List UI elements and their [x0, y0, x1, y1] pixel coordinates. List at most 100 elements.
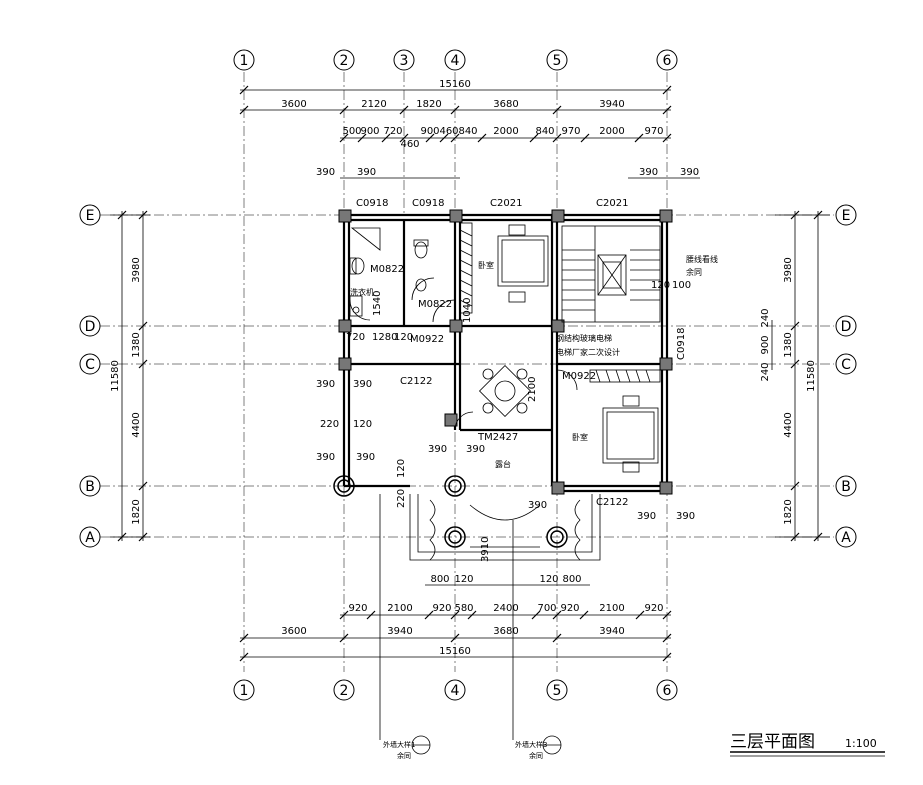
room-terrace: 露台: [495, 459, 511, 469]
dim-120c: 120: [353, 419, 372, 430]
section-labels: 外墙大样1 余同 外墙大样3 余同: [383, 740, 547, 760]
bed-1: [497, 224, 549, 303]
dim-390-8: 390: [356, 452, 375, 463]
dim-220a: 220: [320, 419, 339, 430]
axis-x-5-bottom: 5: [553, 683, 562, 699]
window-c0918-b: C0918: [412, 198, 444, 209]
dim-top2-7: 2000: [493, 126, 518, 137]
axis-y-A: A: [85, 530, 95, 546]
window-c0918-a: C0918: [356, 198, 388, 209]
dim-390-1: 390: [316, 167, 335, 178]
title-main: 三层平面图: [730, 732, 815, 752]
axis-x-3: 3: [400, 53, 409, 69]
dim-120b: 120: [394, 332, 413, 343]
title-scale: 1:100: [845, 737, 877, 750]
dim-bot2-2: 3940: [387, 626, 412, 637]
door-m0922-a: M0922: [410, 334, 444, 345]
room-bedroom-a: 卧室: [478, 260, 494, 270]
dim-bot-7: 920: [560, 603, 579, 614]
axis-bubbles-top: [79, 49, 857, 701]
dim-bot-2: 2100: [387, 603, 412, 614]
window-c2021-b: C2021: [596, 198, 628, 209]
room-bedroom-b: 卧室: [572, 432, 588, 442]
dim-top-2: 2120: [361, 99, 386, 110]
axis-x-6-bottom: 6: [663, 683, 672, 699]
dim-right-240a: 240: [760, 308, 771, 327]
dim-bottom-total: 15160: [439, 646, 471, 657]
door-swings: [349, 277, 578, 431]
dim-390-labels: 390 390 390 390 390 390 390 390 390 390 …: [316, 167, 699, 522]
wardrobe-2: [589, 369, 661, 383]
dim-1540: 1540: [372, 291, 383, 316]
window-c2122-a: C2122: [400, 376, 432, 387]
dim-390-11: 390: [637, 511, 656, 522]
dim-top2-8: 840: [535, 126, 554, 137]
axis-x-2: 2: [340, 53, 349, 69]
door-m0822-b: M0822: [418, 299, 452, 310]
dim-top-5: 3940: [599, 99, 624, 110]
dim-top-4: 3680: [493, 99, 518, 110]
dim-100-stair: 100: [672, 280, 691, 291]
dim-390-9: 390: [428, 444, 447, 455]
axis-x-5: 5: [553, 53, 562, 69]
bed-2: [602, 395, 659, 473]
dim-220b: 220: [396, 489, 407, 508]
dining-table: [478, 364, 532, 418]
dim-390-4: 390: [680, 167, 699, 178]
dim-390-13: 390: [528, 500, 547, 511]
dim-bot-1: 920: [348, 603, 367, 614]
dim-top2-1: 500: [342, 126, 361, 137]
dim-bot-9: 920: [644, 603, 663, 614]
axis-y-C: C: [85, 357, 95, 373]
dim-720: 720: [346, 332, 365, 343]
note-waist-same: 余同: [686, 267, 702, 277]
dim-left-3: 4400: [131, 412, 142, 437]
staircase: [561, 225, 661, 323]
dim-right-900: 900: [760, 335, 771, 354]
dim-right-outer: 11580: [806, 360, 817, 392]
note-waist-line: 腰线看线: [686, 254, 718, 264]
dimension-ticks: [117, 85, 823, 662]
axis-y-E: E: [86, 208, 95, 224]
dim-bot-5: 2400: [493, 603, 518, 614]
dim-top-460: 460: [400, 139, 419, 150]
axis-x-1: 1: [240, 53, 249, 69]
columns: [338, 209, 673, 495]
dim-120d: 120: [396, 459, 407, 478]
dim-120-left: 120: [454, 574, 473, 585]
dim-top-3: 1820: [416, 99, 441, 110]
dim-2100: 2100: [527, 377, 538, 402]
dim-390-5: 390: [316, 379, 335, 390]
dim-top2-2: 900: [360, 126, 379, 137]
dim-bot2-4: 3940: [599, 626, 624, 637]
terrace-balustrade: [409, 494, 601, 561]
axis-y-A-right: A: [841, 530, 851, 546]
dim-bot-6: 700: [537, 603, 556, 614]
dim-120-right: 120: [539, 574, 558, 585]
dim-390-2: 390: [357, 167, 376, 178]
door-m0822-a: M0822: [370, 264, 404, 275]
dim-top-total: 15160: [439, 79, 471, 90]
section-1-label: 外墙大样1: [383, 740, 415, 749]
axis-x-1-bottom: 1: [240, 683, 249, 699]
dim-bot2-1: 3600: [281, 626, 306, 637]
toilet-fixtures: [349, 227, 429, 317]
dim-top2-3: 720: [383, 126, 402, 137]
dim-right-2: 1380: [783, 332, 794, 357]
dim-right-3: 4400: [783, 412, 794, 437]
axis-y-C-right: C: [841, 357, 851, 373]
window-c0918-right: C0918: [676, 328, 687, 360]
dimension-lines: [110, 89, 830, 658]
axis-x-4-bottom: 4: [451, 683, 460, 699]
dim-1280: 1280: [372, 332, 397, 343]
dim-800-right: 800: [562, 574, 581, 585]
door-tm2427: TM2427: [477, 432, 518, 443]
dim-top2-6: 840: [458, 126, 477, 137]
room-labels: 卧室 卧室 露台 洗衣机 钢结构玻璃电梯 电梯厂家二次设计 腰线看线 余同: [350, 254, 718, 469]
dim-right-4: 1820: [783, 499, 794, 524]
opening-labels: C0918 C0918 C2021 C2021 C2122 C2122 M082…: [356, 198, 687, 508]
round-columns: [333, 475, 568, 548]
dim-390-3: 390: [639, 167, 658, 178]
dim-800-left: 800: [430, 574, 449, 585]
dim-left-4: 1820: [131, 499, 142, 524]
